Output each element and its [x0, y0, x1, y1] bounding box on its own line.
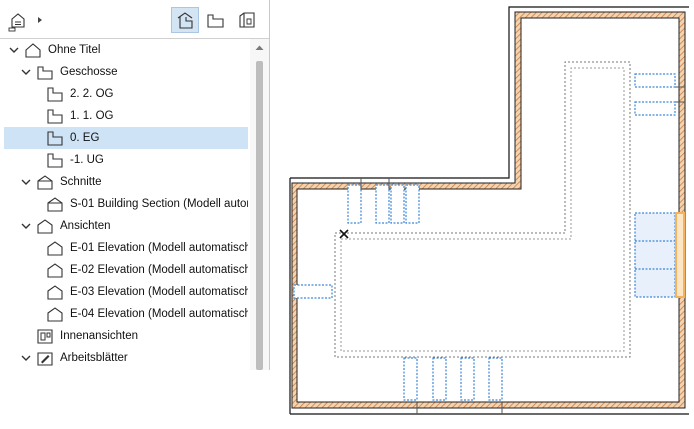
slab-outline-dashed — [340, 67, 625, 352]
opening-ticks — [360, 86, 685, 414]
tree-item-label: E-01 Elevation (Modell automatisch) — [70, 242, 248, 254]
interior-elevations-icon — [37, 329, 53, 344]
tree-item-stories[interactable]: Geschosse — [4, 61, 248, 83]
view-map-icon — [207, 14, 224, 28]
tree-item-interior-elevations[interactable]: Innenansichten — [4, 325, 248, 347]
elevation-icon — [47, 241, 63, 256]
window-group-top[interactable] — [347, 184, 420, 224]
elevation-icon — [47, 307, 63, 322]
tree-item-label: Geschosse — [60, 66, 118, 78]
tree-item-label: Schnitte — [60, 176, 102, 188]
tree-item-label: Ohne Titel — [48, 44, 101, 56]
project-icon — [25, 43, 41, 58]
chevron-down-icon[interactable] — [20, 220, 32, 232]
tree-item-elevation-e01[interactable]: E-01 Elevation (Modell automatisch) — [4, 237, 248, 259]
tree-item-label: 0. EG — [70, 132, 100, 144]
house-icon — [177, 12, 193, 29]
navigator-toolbar — [0, 0, 269, 39]
project-navigator: Ohne Titel Geschosse 2. 2. OG 1. 1. OG 0… — [0, 0, 270, 370]
story-icon — [47, 131, 63, 146]
story-icon — [47, 153, 63, 168]
tree-item-label: 1. 1. OG — [70, 110, 114, 122]
tree-item-elevation-e03[interactable]: E-03 Elevation (Modell automatisch) — [4, 281, 248, 303]
view-map-button[interactable] — [203, 7, 231, 33]
tree-item-label: Innenansichten — [60, 330, 139, 342]
worksheets-icon — [37, 352, 53, 366]
tree-item-label: E-04 Elevation (Modell automatisch) — [70, 308, 248, 320]
chevron-down-icon[interactable] — [20, 352, 32, 364]
tree-item-elevation-e02[interactable]: E-02 Elevation (Modell automatisch) — [4, 259, 248, 281]
tree-item-story-2og[interactable]: 2. 2. OG — [4, 83, 248, 105]
navigator-mode-button[interactable] — [5, 7, 47, 33]
chevron-down-icon[interactable] — [8, 44, 20, 56]
layout-book-button[interactable] — [233, 7, 261, 33]
story-icon — [47, 87, 63, 102]
sections-icon — [37, 175, 53, 190]
elevation-icon — [47, 285, 63, 300]
chevron-down-icon[interactable] — [20, 66, 32, 78]
chevron-down-icon[interactable] — [20, 176, 32, 188]
tree-item-story-eg[interactable]: 0. EG — [4, 127, 248, 149]
window-group-bottom[interactable] — [403, 357, 503, 401]
wall-outline — [290, 6, 689, 179]
tree-item-sections[interactable]: Schnitte — [4, 171, 248, 193]
tree-item-label: Arbeitsblätter — [60, 352, 128, 364]
tree-item-label: E-03 Elevation (Modell automatisch) — [70, 286, 248, 298]
window-group-right-upper[interactable] — [634, 73, 676, 116]
tree-item-label: Ansichten — [60, 220, 111, 232]
crosshair-cursor-icon — [339, 229, 349, 239]
navigator-tree: Ohne Titel Geschosse 2. 2. OG 1. 1. OG 0… — [0, 39, 250, 370]
section-icon — [47, 197, 63, 212]
tree-item-story-1og[interactable]: 1. 1. OG — [4, 105, 248, 127]
window-group-right-selected[interactable] — [634, 212, 685, 298]
elevations-icon — [37, 219, 53, 234]
window-left[interactable] — [293, 284, 333, 299]
story-icon — [47, 109, 63, 124]
elevation-icon — [47, 263, 63, 278]
tree-item-label: S-01 Building Section (Modell automatisc… — [70, 198, 248, 210]
tree-item-project[interactable]: Ohne Titel — [4, 39, 248, 61]
project-map-icon — [8, 13, 42, 32]
layout-book-icon — [239, 12, 255, 28]
tree-item-story-ug[interactable]: -1. UG — [4, 149, 248, 171]
slab-outline-dashed — [334, 61, 631, 358]
tree-item-label: -1. UG — [70, 154, 104, 166]
tree-item-label: E-02 Elevation (Modell automatisch) — [70, 264, 248, 276]
floor-plan-canvas[interactable] — [271, 0, 694, 429]
tree-item-elevations[interactable]: Ansichten — [4, 215, 248, 237]
navigator-scrollbar[interactable] — [250, 39, 269, 370]
scroll-up-arrow-icon[interactable] — [254, 43, 265, 52]
tree-item-label: 2. 2. OG — [70, 88, 114, 100]
exterior-wall[interactable] — [291, 11, 686, 409]
tree-item-elevation-e04[interactable]: E-04 Elevation (Modell automatisch) — [4, 303, 248, 325]
tree-item-worksheets[interactable]: Arbeitsblätter — [4, 347, 248, 369]
tree-item-section-s01[interactable]: S-01 Building Section (Modell automatisc… — [4, 193, 248, 215]
scrollbar-thumb[interactable] — [256, 61, 263, 370]
project-map-view-button[interactable] — [171, 7, 199, 33]
stories-icon — [37, 66, 53, 80]
